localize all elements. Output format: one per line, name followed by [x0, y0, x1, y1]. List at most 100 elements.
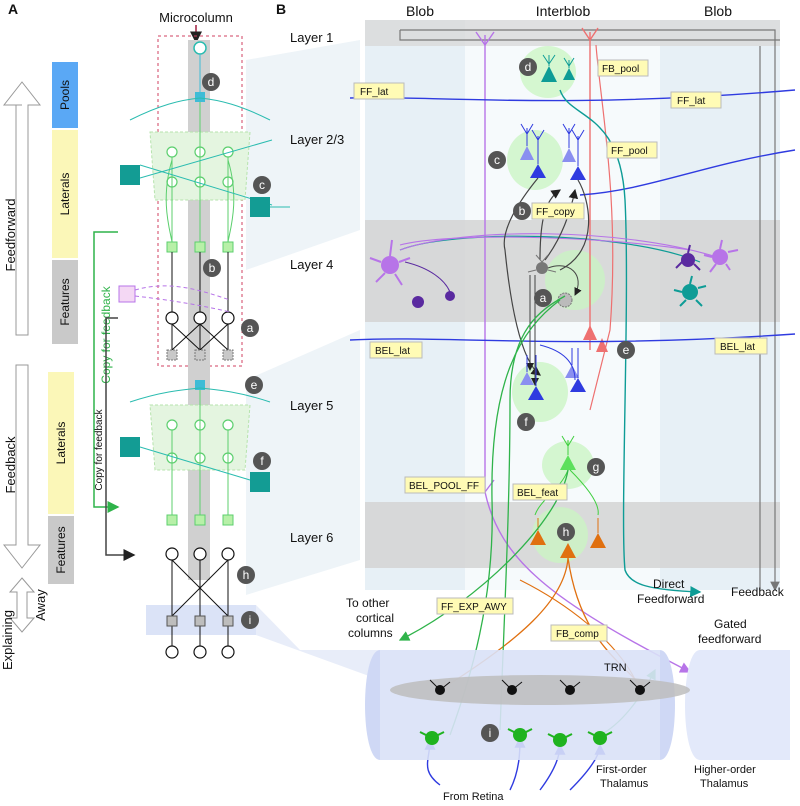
- feature-copies-bottom: [166, 514, 234, 526]
- copy-feedback-black-path: [105, 317, 136, 561]
- feedback-return-line: [399, 30, 780, 41]
- laterals-bar-top-label: Laterals: [58, 173, 72, 216]
- svg-text:f: f: [524, 415, 528, 429]
- svg-text:FF_lat: FF_lat: [360, 87, 389, 98]
- layer1-band: [365, 20, 780, 46]
- feature-copies-top: [166, 241, 234, 253]
- svg-text:BEL_lat: BEL_lat: [375, 346, 410, 357]
- neuron-group-c: [520, 123, 586, 180]
- projection-top: [246, 40, 360, 270]
- col-interblob: Interblob: [536, 3, 591, 19]
- lateral-square-right-top: [250, 197, 270, 217]
- higher-order-thalamus: [685, 650, 790, 760]
- purple-stellate-left: [369, 239, 411, 286]
- svg-text:e: e: [623, 343, 630, 357]
- neuron-group-f: [520, 348, 586, 400]
- thalamic-squares-a: [166, 615, 234, 627]
- svg-text:c: c: [259, 178, 265, 192]
- svg-text:i: i: [249, 613, 252, 627]
- explaining-label: Explaining: [0, 610, 15, 670]
- tag-ff-pool: FF_pool: [606, 141, 658, 159]
- ff-copy-down-left: [503, 177, 541, 376]
- pool-node-top: [193, 41, 207, 55]
- feedback-arrow: [2, 364, 42, 569]
- feature-edges-bottom: [171, 559, 229, 646]
- lateral-connection-b: [139, 139, 273, 179]
- feedback-output-label: Feedback: [731, 585, 785, 599]
- feature-inputs-top: [166, 349, 234, 361]
- svg-text:f: f: [260, 454, 264, 468]
- pool-square-top: [195, 92, 205, 102]
- svg-text:h: h: [563, 525, 570, 539]
- higher-order-1: Higher-order: [694, 764, 756, 776]
- neuron-g: [560, 435, 576, 470]
- trn-band: [390, 675, 690, 705]
- other-columns-2: cortical: [356, 611, 394, 625]
- svg-text:d: d: [525, 60, 532, 74]
- circle-label-a-h: h: [237, 566, 255, 584]
- first-order-1: First-order: [596, 764, 647, 776]
- thalamus-cap-left: [365, 650, 380, 760]
- thalamus-cap-right: [660, 650, 675, 760]
- feedback-dashed-1: [134, 285, 231, 301]
- svg-text:c: c: [494, 153, 500, 167]
- first-order-2: Thalamus: [600, 778, 649, 790]
- features-bar-bottom-label: Features: [54, 526, 68, 573]
- svg-text:a: a: [247, 321, 254, 335]
- bel-lat-line: [349, 333, 796, 343]
- feedforward-arrow: [2, 81, 42, 336]
- microcolumn-shade: [188, 40, 210, 580]
- purple-gated-path: [484, 35, 692, 673]
- neuron-group-h: [530, 518, 606, 558]
- explaining-away-arrow: [8, 577, 36, 633]
- tag-bel-pool-ff: BEL_POOL_FF: [404, 476, 486, 494]
- tag-ff-copy: FF_copy: [531, 202, 585, 220]
- circle-label-b-g: g: [587, 458, 605, 476]
- circle-label-b-f: f: [517, 413, 535, 431]
- svg-text:FF_EXP_AWY: FF_EXP_AWY: [441, 602, 507, 613]
- tag-bel-lat-left: BEL_lat: [369, 341, 423, 359]
- ff-copy-path-right: [559, 179, 590, 271]
- svg-text:BEL_lat: BEL_lat: [720, 342, 755, 353]
- circle-label-b-i: i: [481, 724, 499, 742]
- purple-dendrite-top: [475, 31, 495, 47]
- gated-ff-1: Gated: [714, 617, 747, 631]
- svg-text:g: g: [593, 460, 600, 474]
- svg-text:b: b: [519, 204, 526, 218]
- laterals-bar-top: [52, 130, 78, 258]
- layer1-label: Layer 1: [290, 30, 333, 45]
- lateral-square-left-top: [120, 165, 140, 185]
- svg-text:FF_copy: FF_copy: [536, 207, 575, 218]
- circle-label-b-h: h: [557, 523, 575, 541]
- tag-ff-lat-left: FF_lat: [353, 82, 405, 100]
- feedforward-label: Feedforward: [3, 199, 18, 272]
- laterals-bar-bottom-label: Laterals: [54, 422, 68, 465]
- pool-square-bottom: [195, 380, 205, 390]
- circle-label-b-e: e: [617, 341, 635, 359]
- pools-bar: [52, 62, 78, 128]
- microcolumn-label: Microcolumn: [159, 10, 233, 25]
- copy-feedback-black-label: Copy for feedback: [94, 408, 105, 490]
- ff-lat-out-line: [579, 149, 796, 196]
- tag-ff-exp-awy: FF_EXP_AWY: [436, 597, 514, 615]
- circle-label-a-e: e: [245, 376, 263, 394]
- feature-nodes-bottom: [165, 547, 235, 659]
- layer23-label: Layer 2/3: [290, 132, 344, 147]
- thalamus-projection-a: [256, 605, 380, 680]
- features-bar-bottom: [48, 516, 74, 584]
- dark-purple-stellate: [412, 244, 701, 308]
- layer4-label: Layer 4: [290, 257, 333, 272]
- svg-text:FB_comp: FB_comp: [556, 629, 599, 640]
- feature-edges-top: [171, 252, 229, 351]
- from-retina-label: From Retina: [443, 791, 504, 803]
- neuron-group-d: [541, 54, 575, 82]
- circle-label-b-b: b: [513, 202, 531, 220]
- circle-label-a-f: f: [253, 452, 271, 470]
- svg-text:i: i: [489, 726, 492, 740]
- l4-loop-arrow: [547, 265, 582, 296]
- trn-label: TRN: [604, 662, 627, 674]
- svg-text:a: a: [540, 291, 547, 305]
- svg-text:BEL_POOL_FF: BEL_POOL_FF: [409, 481, 479, 492]
- purple-stellate-right: [703, 239, 739, 273]
